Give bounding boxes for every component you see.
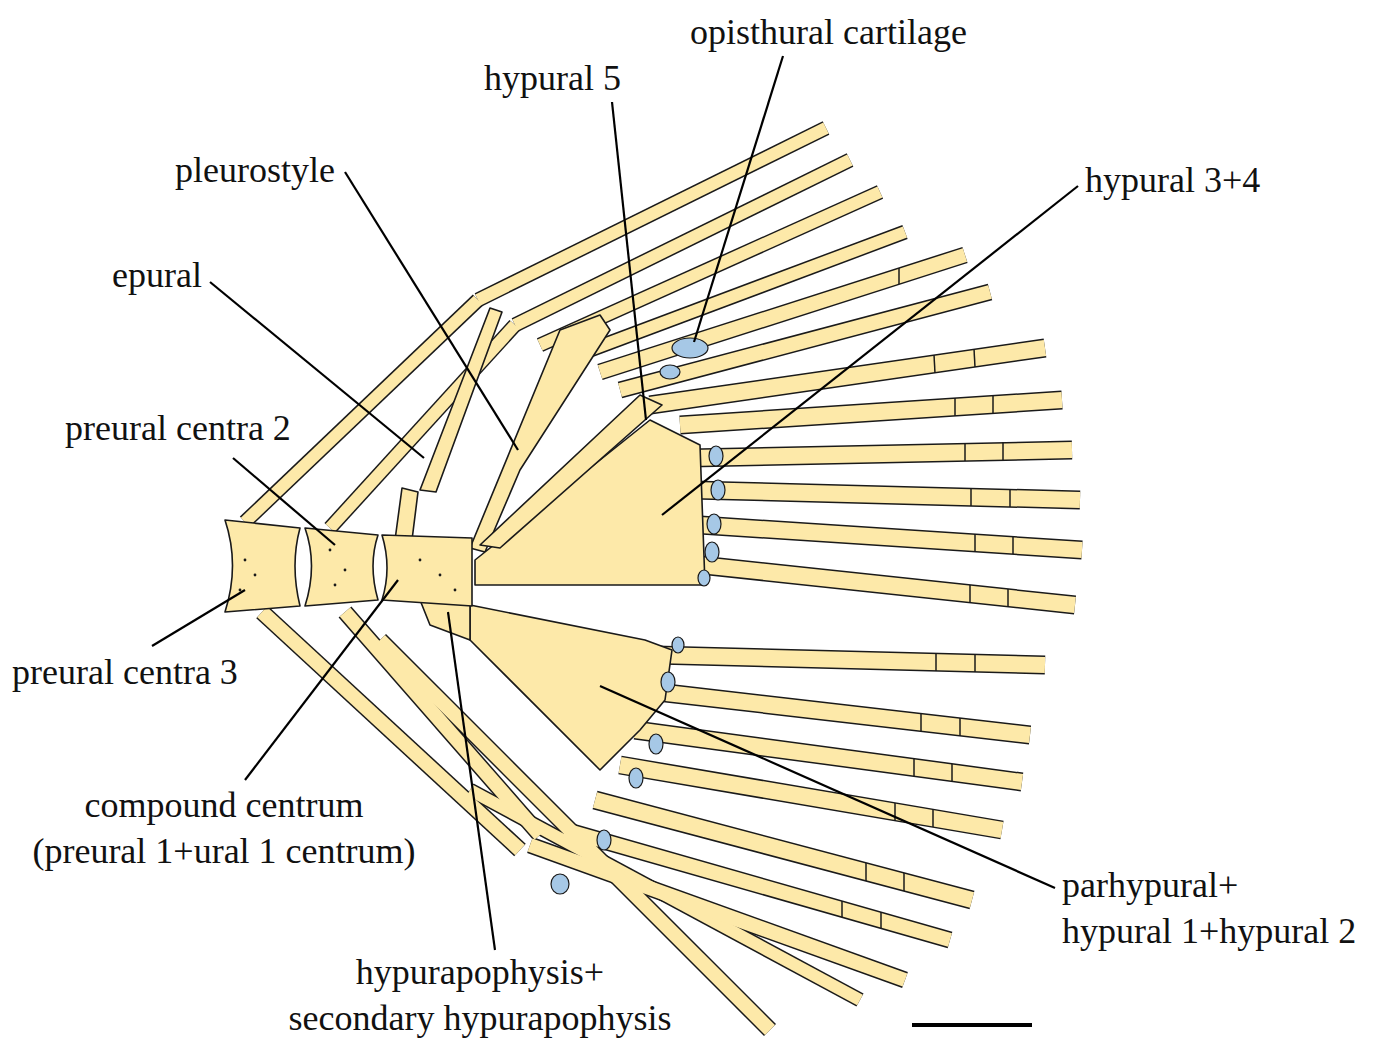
part-label: compound centrum (preural 1+ural 1 centr…	[32, 782, 415, 874]
label-position: preural centra 3	[12, 649, 238, 695]
leader-line	[600, 686, 1055, 888]
leader-line	[448, 612, 495, 950]
part-label: hypural 3+4	[1085, 157, 1260, 203]
label-position: compound centrum (preural 1+ural 1 centr…	[32, 782, 415, 874]
label-position: hypural 5	[484, 55, 621, 101]
opisthural-cartilage	[672, 338, 708, 358]
preural-centrum-3	[225, 520, 300, 612]
label-position: hypural 3+4	[1085, 157, 1260, 203]
part-label: parhypural+ hypural 1+hypural 2	[1062, 862, 1356, 954]
compound-centrum-bone	[382, 535, 472, 606]
label-position: preural centra 2	[65, 405, 291, 451]
part-label: opisthural cartilage	[690, 9, 967, 55]
part-label: preural centra 3	[12, 649, 238, 695]
leader-line	[245, 580, 398, 780]
fin-rays	[245, 128, 1082, 1030]
label-position: opisthural cartilage	[690, 9, 967, 55]
cartilages	[551, 338, 725, 894]
leader-line	[345, 172, 518, 450]
leader-line	[662, 186, 1078, 515]
part-label: hypural 5	[484, 55, 621, 101]
lower-hypural-plate	[470, 605, 672, 770]
label-line: hypural 1+hypural 2	[1062, 908, 1356, 954]
label-line: parhypural+	[1062, 862, 1356, 908]
epural-bone	[420, 308, 502, 492]
part-label: pleurostyle	[175, 147, 335, 193]
stipple-dots	[239, 549, 457, 592]
part-label: preural centra 2	[65, 405, 291, 451]
label-line: compound centrum	[32, 782, 415, 828]
scale-bar	[912, 1023, 1032, 1027]
label-line: (preural 1+ural 1 centrum)	[32, 828, 415, 874]
part-label: hypurapophysis+ secondary hypurapophysis	[289, 949, 672, 1041]
leader-line	[694, 56, 783, 342]
segment-marks	[842, 268, 1013, 928]
label-position: epural	[112, 252, 202, 298]
leader-line	[233, 458, 335, 545]
label-position: hypurapophysis+ secondary hypurapophysis	[289, 949, 672, 1041]
leader-line	[152, 590, 245, 646]
part-label: epural	[112, 252, 202, 298]
leader-line	[612, 102, 646, 420]
label-line: hypurapophysis+	[289, 949, 672, 995]
neural-process	[395, 488, 418, 540]
hypural-5-bone	[480, 395, 662, 548]
label-position: parhypural+ hypural 1+hypural 2	[1062, 862, 1356, 954]
preural-centrum-2	[305, 528, 378, 606]
label-position: pleurostyle	[175, 147, 335, 193]
label-line: secondary hypurapophysis	[289, 995, 672, 1041]
